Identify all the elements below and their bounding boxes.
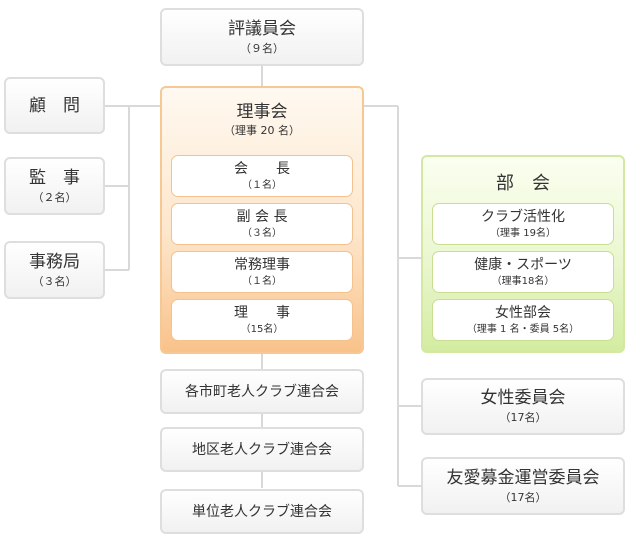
auditor-title: 監 事 bbox=[29, 167, 80, 188]
board-member-title: 会 長 bbox=[234, 160, 290, 177]
secretariat-title: 事務局 bbox=[29, 251, 80, 272]
board-member-executive-director: 常務理事 （１名） bbox=[171, 251, 353, 293]
division-club-activation: クラブ活性化 （理事 19名） bbox=[432, 203, 614, 245]
division-count: （理事 1 名・委員 5名） bbox=[466, 323, 580, 335]
division-title: クラブ活性化 bbox=[481, 208, 565, 225]
board-member-title: 常務理事 bbox=[234, 256, 290, 273]
secretariat-box: 事務局 （３名） bbox=[4, 241, 105, 299]
advisor-box: 顧 問 bbox=[4, 77, 105, 134]
fund-committee-title: 友愛募金運営委員会 bbox=[446, 467, 600, 488]
division-womens: 女性部会 （理事 1 名・委員 5名） bbox=[432, 299, 614, 341]
council-box: 評議員会 （９名） bbox=[160, 8, 364, 66]
fund-committee-count: （17名） bbox=[499, 490, 547, 504]
board-member-count: （１名） bbox=[242, 275, 282, 287]
division-count: （理事 19名） bbox=[490, 227, 556, 239]
divisions-title: 部 会 bbox=[496, 173, 550, 194]
division-title: 健康・スポーツ bbox=[474, 256, 572, 273]
division-health-sports: 健康・スポーツ （理事18名） bbox=[432, 251, 614, 293]
board-member-count: （１名） bbox=[242, 179, 282, 191]
council-title: 評議員会 bbox=[228, 18, 296, 39]
secretariat-count: （３名） bbox=[32, 274, 77, 288]
advisor-title: 顧 問 bbox=[29, 95, 80, 116]
auditor-box: 監 事 （２名） bbox=[4, 157, 105, 215]
board-member-chairman: 会 長 （１名） bbox=[171, 155, 353, 197]
auditor-count: （２名） bbox=[32, 190, 77, 204]
federation-title: 地区老人クラブ連合会 bbox=[192, 441, 332, 458]
board-title: 理事会 bbox=[236, 102, 288, 122]
council-count: （９名） bbox=[240, 41, 284, 55]
board-member-title: 理 事 bbox=[234, 304, 290, 321]
federation-title: 各市町老人クラブ連合会 bbox=[185, 383, 339, 400]
federation-box-municipal: 各市町老人クラブ連合会 bbox=[160, 369, 364, 414]
board-member-count: （３名） bbox=[242, 227, 282, 239]
federation-box-district: 地区老人クラブ連合会 bbox=[160, 427, 364, 472]
womens-committee-count: （17名） bbox=[499, 411, 547, 424]
division-title: 女性部会 bbox=[495, 304, 551, 321]
womens-committee-title: 女性委員会 bbox=[480, 388, 566, 408]
board-count: （理事 20 名） bbox=[224, 124, 300, 137]
division-count: （理事18名） bbox=[491, 275, 555, 287]
fund-committee-box: 友愛募金運営委員会 （17名） bbox=[421, 457, 625, 515]
federation-box-unit: 単位老人クラブ連合会 bbox=[160, 489, 364, 534]
board-member-title: 副 会 長 bbox=[236, 208, 288, 225]
board-member-count: （15名） bbox=[240, 323, 284, 335]
federation-title: 単位老人クラブ連合会 bbox=[192, 503, 332, 520]
board-member-vice-chairman: 副 会 長 （３名） bbox=[171, 203, 353, 245]
womens-committee-box: 女性委員会 （17名） bbox=[421, 378, 625, 435]
board-member-directors: 理 事 （15名） bbox=[171, 299, 353, 341]
